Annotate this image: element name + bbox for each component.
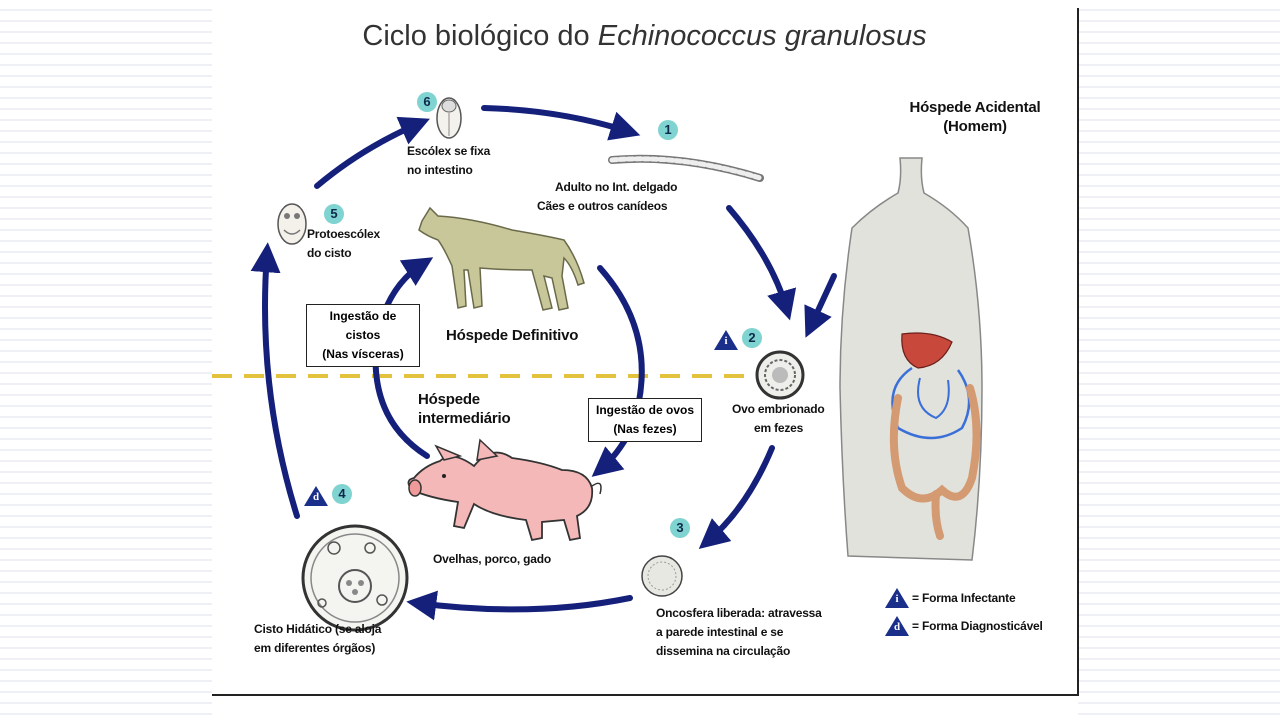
stage-1-badge: 1 bbox=[658, 120, 678, 140]
definitive-host-label: Hóspede Definitivo bbox=[446, 327, 579, 344]
protoscolex-illustration bbox=[277, 203, 307, 245]
infective-form-icon: i bbox=[714, 330, 738, 350]
slide-title: Ciclo biológico do Echinococcus granulos… bbox=[212, 20, 1077, 53]
title-main: Ciclo biológico do bbox=[362, 20, 598, 52]
stage-3-badge: 3 bbox=[670, 518, 690, 538]
arrow-4-to-5 bbox=[250, 242, 300, 519]
human-torso-illustration bbox=[839, 157, 983, 561]
stage-3-line-2: a parede intestinal e se bbox=[656, 625, 784, 639]
arrow-3-to-4 bbox=[406, 590, 633, 621]
stage-6-label: Escólex se fixa no intestino bbox=[407, 142, 490, 180]
egg-illustration bbox=[755, 350, 805, 400]
intermediate-host-line-1: Hóspede bbox=[418, 391, 480, 408]
arrow-to-accidental-host bbox=[804, 273, 837, 338]
stage-5-label: Protoescólex do cisto bbox=[307, 225, 380, 263]
stage-4-line-1: Cisto Hidático (se aloja bbox=[254, 622, 382, 636]
arrow-1-to-2 bbox=[726, 205, 797, 321]
arrow-6-to-1 bbox=[481, 105, 641, 141]
stage-5-badge: 5 bbox=[324, 204, 344, 224]
legend-diagnostic-symbol: d bbox=[893, 621, 901, 633]
adult-worm-illustration bbox=[608, 154, 764, 182]
legend-infective-symbol: i bbox=[895, 593, 899, 605]
stage-3-line-1: Oncosfera liberada: atravessa bbox=[656, 606, 822, 620]
accidental-host-line-1: Hóspede Acidental bbox=[909, 99, 1041, 116]
scolex-illustration bbox=[436, 97, 462, 139]
infective-symbol: i bbox=[724, 335, 728, 347]
cyst-ingestion-box: Ingestão de cistos (Nas vísceras) bbox=[306, 304, 420, 367]
stage-3-line-3: dissemina na circulação bbox=[656, 644, 791, 658]
arrow-5-to-6 bbox=[314, 116, 430, 189]
cyst-ingestion-line-2: (Nas vísceras) bbox=[322, 347, 404, 361]
stage-5-line-2: do cisto bbox=[307, 246, 352, 260]
oncosphere-illustration bbox=[641, 555, 683, 597]
cyst-ingestion-line-1: Ingestão de cistos bbox=[329, 309, 397, 342]
egg-ingestion-line-1: Ingestão de ovos bbox=[595, 403, 695, 417]
arrow-2-to-3 bbox=[698, 445, 775, 549]
accidental-host-line-2: (Homem) bbox=[943, 118, 1007, 135]
title-species: Echinococcus granulosus bbox=[597, 20, 927, 52]
stage-6-line-1: Escólex se fixa bbox=[407, 144, 491, 158]
background-stripes-left bbox=[0, 0, 212, 720]
stage-2-label: Ovo embrionado em fezes bbox=[732, 400, 825, 438]
legend-infective-icon: i bbox=[885, 588, 909, 608]
stage-1-line-2: Cães e outros canídeos bbox=[537, 199, 668, 213]
egg-ingestion-box: Ingestão de ovos (Nas fezes) bbox=[588, 398, 702, 442]
diagnostic-symbol: d bbox=[312, 491, 320, 503]
stage-2-line-2: em fezes bbox=[754, 421, 804, 435]
dog-illustration bbox=[418, 206, 585, 311]
stage-1-label: Adulto no Int. delgado Cães e outros can… bbox=[537, 178, 678, 216]
stage-6-badge: 6 bbox=[417, 92, 437, 112]
legend-diagnostic-text: = Forma Diagnosticável bbox=[912, 619, 1043, 633]
stage-4-line-2: em diferentes órgãos) bbox=[254, 641, 376, 655]
legend-infective-text: = Forma Infectante bbox=[912, 591, 1016, 605]
accidental-host-label: Hóspede Acidental (Homem) bbox=[900, 98, 1050, 136]
life-cycle-diagram bbox=[212, 97, 983, 632]
stage-4-badge: 4 bbox=[332, 484, 352, 504]
stage-6-line-2: no intestino bbox=[407, 163, 473, 177]
diagnostic-form-icon: d bbox=[304, 486, 328, 506]
intermediate-examples-label: Ovelhas, porco, gado bbox=[433, 552, 552, 566]
stage-2-badge: 2 bbox=[742, 328, 762, 348]
stage-4-label: Cisto Hidático (se aloja em diferentes ó… bbox=[254, 620, 381, 658]
background-stripes-right bbox=[1078, 0, 1280, 720]
pig-illustration bbox=[407, 438, 602, 542]
hydatid-cyst-illustration bbox=[301, 524, 409, 632]
stage-2-line-1: Ovo embrionado bbox=[732, 402, 825, 416]
stage-1-line-1: Adulto no Int. delgado bbox=[555, 180, 678, 194]
intermediate-host-label: Hóspede intermediário bbox=[418, 390, 511, 428]
egg-ingestion-line-2: (Nas fezes) bbox=[613, 422, 677, 436]
stage-5-line-1: Protoescólex bbox=[307, 227, 380, 241]
slide: Ciclo biológico do Echinococcus granulos… bbox=[212, 8, 1079, 696]
stage-3-label: Oncosfera liberada: atravessa a parede i… bbox=[656, 604, 822, 661]
legend-diagnostic-icon: d bbox=[885, 616, 909, 636]
intermediate-host-line-2: intermediário bbox=[418, 410, 511, 427]
